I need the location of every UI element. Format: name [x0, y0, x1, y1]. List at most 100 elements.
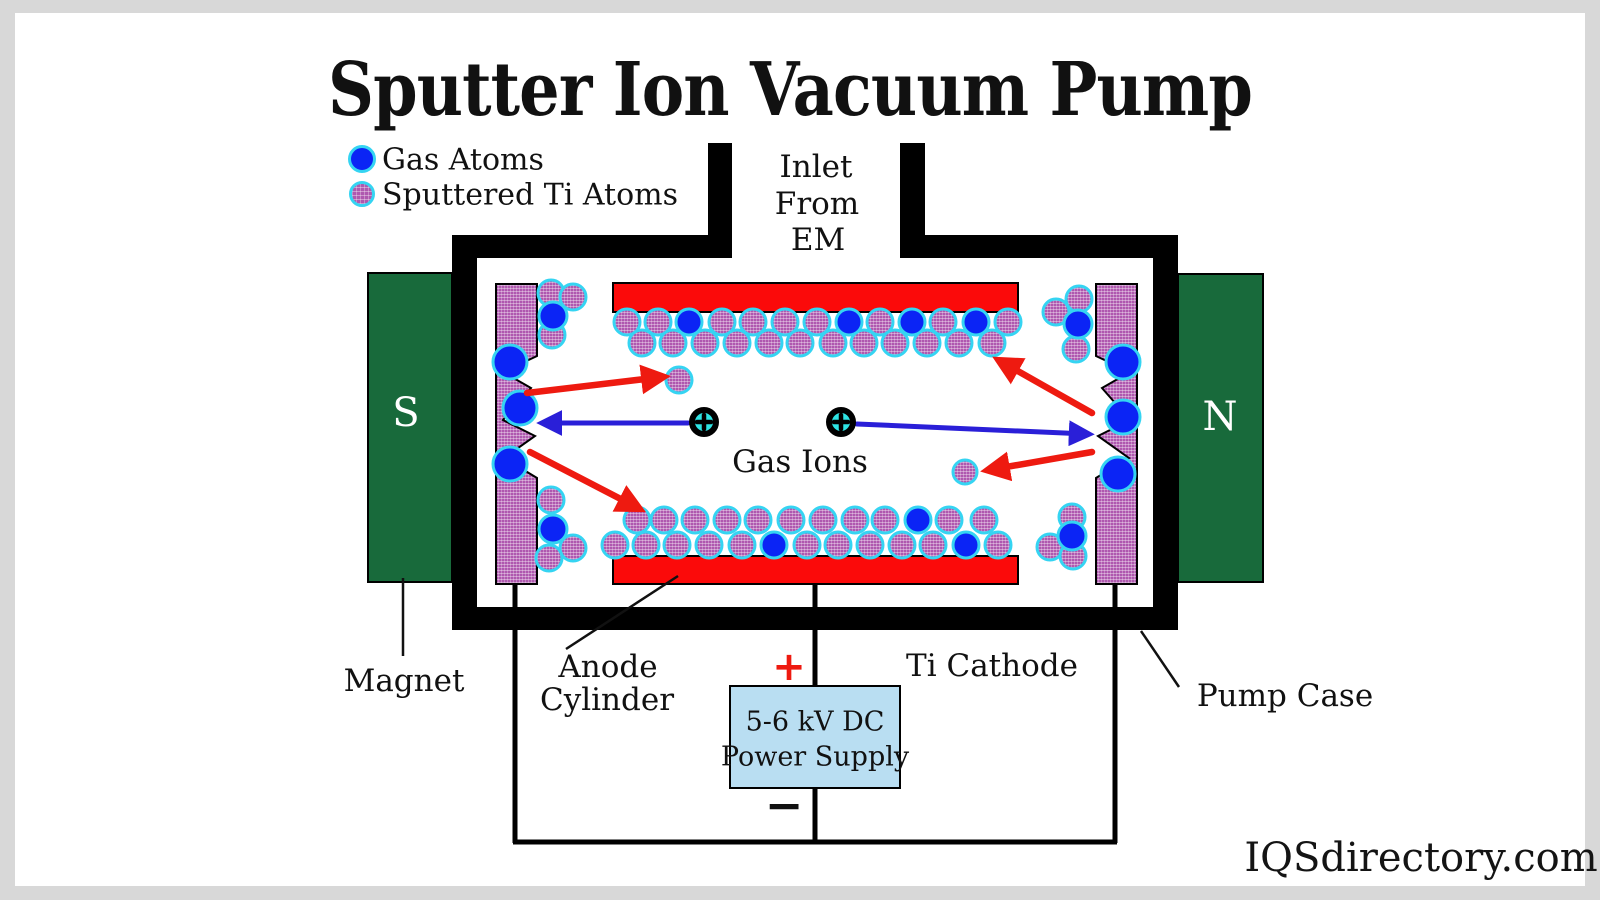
- power-supply-line2: Power Supply: [720, 741, 910, 773]
- sputter-arrow: [526, 448, 646, 513]
- sputtered-ti-atom: [662, 530, 692, 560]
- anode-callout-line1: Anode: [558, 649, 658, 685]
- sputtered-ti-atom: [722, 328, 752, 358]
- sputtered-ti-atom: [928, 307, 958, 337]
- sputtered-ti-atom: [849, 328, 879, 358]
- inlet-label-line3: EM: [790, 222, 846, 258]
- gas-atom: [1056, 520, 1088, 552]
- sputtered-ti-atom: [743, 505, 773, 535]
- left-ti-cathode: [495, 283, 538, 585]
- sputtered-ti-atom: [770, 307, 800, 337]
- sputtered-ti-atom: [1061, 334, 1091, 364]
- power-supply-box: [729, 685, 901, 789]
- sputter-arrow: [992, 356, 1096, 417]
- sputtered-ti-atom: [944, 328, 974, 358]
- sputtered-ti-atom: [627, 328, 657, 358]
- sputtered-ti-atom: [558, 282, 588, 312]
- gas-atom: [1062, 308, 1094, 340]
- sputter-arrow: [980, 448, 1096, 482]
- sputtered-ti-atom: [600, 530, 630, 560]
- sputtered-ti-atom: [776, 505, 806, 535]
- gas-atom-swatch: [348, 145, 376, 173]
- sputtered-ti-atom: [612, 307, 642, 337]
- case-top-left: [452, 235, 732, 258]
- watermark: IQSdirectory.com: [1244, 835, 1598, 881]
- ti-atom-swatch: [349, 181, 375, 207]
- gas-atom: [903, 505, 933, 535]
- sputtered-ti-atom: [993, 307, 1023, 337]
- sputtered-ti-atom: [983, 530, 1013, 560]
- case-right-wall: [1153, 235, 1178, 630]
- sputtered-ti-atom: [934, 505, 964, 535]
- anode-bottom-bar: [612, 555, 1019, 585]
- sputtered-ti-atom: [694, 530, 724, 560]
- gas-ions: [689, 407, 856, 437]
- gas-atom: [951, 530, 981, 560]
- trajectory-arrows: [523, 356, 1096, 513]
- pump-case: [452, 143, 1178, 630]
- gas-atom: [1099, 455, 1137, 493]
- gas-atom: [491, 343, 529, 381]
- sputtered-ti-atom: [643, 307, 673, 337]
- sputtered-ti-atom: [658, 328, 688, 358]
- sputtered-ti-atom: [727, 530, 757, 560]
- sputtered-ti-atom: [951, 458, 979, 486]
- sputtered-ti-atom: [785, 328, 815, 358]
- sputtered-ti-atom: [534, 543, 564, 573]
- sputtered-ti-atom: [918, 530, 948, 560]
- power-supply-line1: 5-6 kV DC: [745, 706, 885, 738]
- sputtered-ti-atom: [887, 530, 917, 560]
- right-magnet: [1177, 273, 1264, 583]
- sputtered-ti-atom: [808, 505, 838, 535]
- gas-ion: [689, 407, 719, 437]
- page-title: Sputter Ion Vacuum Pump: [327, 47, 1253, 133]
- leader-line: [565, 574, 679, 651]
- sputtered-ti-atom: [880, 328, 910, 358]
- gas-atom: [674, 307, 704, 337]
- ti-cathode-callout: Ti Cathode: [906, 648, 1078, 684]
- sputtered-ti-atom: [649, 505, 679, 535]
- sputtered-ti-atom: [738, 307, 768, 337]
- sputtered-ti-atom: [664, 365, 694, 395]
- sputtered-ti-atom: [792, 530, 822, 560]
- sputtered-ti-atom: [558, 533, 588, 563]
- gas-atom: [897, 307, 927, 337]
- ion-arrow: [854, 420, 1095, 447]
- gas-ion: [826, 407, 856, 437]
- sputtered-ti-atom: [754, 328, 784, 358]
- sputtered-ti-atom: [855, 530, 885, 560]
- inlet-label-line2: From: [774, 186, 860, 222]
- sputtered-ti-atom: [870, 505, 900, 535]
- gas-atom: [491, 445, 529, 483]
- magnet-north-pole-label: N: [1202, 394, 1238, 440]
- gas-atom: [1104, 398, 1142, 436]
- sputtered-ti-atom: [977, 328, 1007, 358]
- inlet-left-wall: [708, 143, 732, 258]
- sputtered-ti-atom: [840, 505, 870, 535]
- anode-callout-line2: Cylinder: [539, 682, 675, 718]
- sputtered-ti-atom: [865, 307, 895, 337]
- sputtered-ti-atom: [536, 485, 566, 515]
- gas-atom: [1104, 343, 1142, 381]
- sputtered-ti-atom: [631, 530, 661, 560]
- sputter-arrow: [523, 364, 671, 397]
- sputtered-ti-atom: [680, 505, 710, 535]
- gas-atom: [759, 530, 789, 560]
- gas-atom: [961, 307, 991, 337]
- atoms: [491, 278, 1142, 573]
- callout-leader-lines: [401, 574, 1181, 688]
- gas-atom: [537, 513, 569, 545]
- sputtered-ti-atom: [969, 505, 999, 535]
- positive-terminal-sign: +: [772, 644, 806, 690]
- negative-terminal-sign: −: [764, 778, 804, 832]
- gas-atom: [537, 300, 569, 332]
- sputtered-ti-atom: [1064, 284, 1094, 314]
- inlet-right-wall: [900, 143, 925, 258]
- sputtered-ti-atom: [818, 328, 848, 358]
- gas-atom: [834, 307, 864, 337]
- sputtered-ti-atom: [912, 328, 942, 358]
- magnet-south-pole-label: S: [392, 390, 420, 436]
- inlet-label-line1: Inlet: [779, 149, 853, 185]
- case-bottom: [452, 607, 1178, 630]
- leader-line: [1139, 630, 1181, 688]
